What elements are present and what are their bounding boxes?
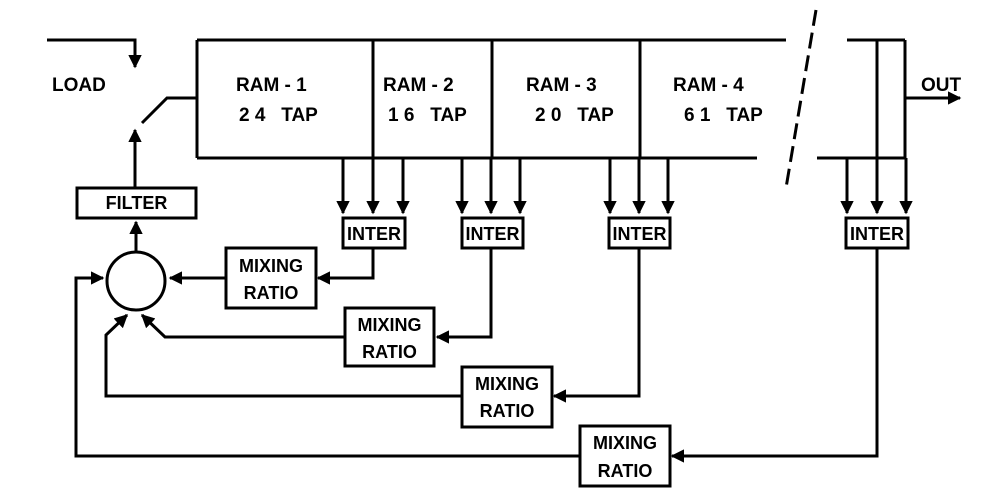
mixing-ratio-box-4: MIXING RATIO bbox=[578, 424, 672, 488]
break-dashed-line bbox=[784, 9, 818, 189]
inter-box-3: INTER bbox=[607, 216, 672, 250]
ram-2: RAM - 2 1 6 TAP bbox=[383, 75, 467, 126]
mixing-ratio-box-2: MIXING RATIO bbox=[343, 306, 436, 368]
filter-label: FILTER bbox=[106, 193, 168, 213]
ram-3-taps: 2 0 TAP bbox=[535, 105, 614, 126]
mixing-3-to-sum bbox=[104, 313, 462, 398]
inter-label: INTER bbox=[347, 224, 401, 244]
ram-1-tap-arrows bbox=[336, 158, 410, 215]
filter-box bbox=[75, 186, 198, 220]
inter-3-to-mixing-3 bbox=[552, 248, 641, 403]
inter-1-to-mixing-1 bbox=[316, 248, 375, 285]
mixing-label: MIXING bbox=[357, 315, 421, 335]
inter-label: INTER bbox=[613, 224, 667, 244]
ram-last-tap-arrows bbox=[840, 158, 913, 215]
inter-box-2: INTER bbox=[460, 216, 525, 250]
inter-label: INTER bbox=[850, 224, 904, 244]
ram-1-taps: 2 4 TAP bbox=[239, 105, 318, 126]
load-label: LOAD bbox=[52, 75, 106, 96]
ratio-label: RATIO bbox=[362, 342, 417, 362]
inter-box-1: INTER bbox=[341, 216, 407, 250]
ram-2-tap-arrows bbox=[455, 158, 527, 215]
ram-2-name: RAM - 2 bbox=[383, 75, 454, 96]
ram-1-name: RAM - 1 bbox=[236, 75, 307, 96]
ram-3-name: RAM - 3 bbox=[526, 75, 597, 96]
out-label: OUT bbox=[921, 75, 962, 96]
ram-2-taps: 1 6 TAP bbox=[388, 105, 467, 126]
mixing-label: MIXING bbox=[593, 433, 657, 453]
ram-4: RAM - 4 6 1 TAP bbox=[673, 75, 763, 126]
mixing-label: MIXING bbox=[239, 256, 303, 276]
mixing-2-to-sum bbox=[140, 313, 345, 339]
inter-4-to-mixing-4 bbox=[670, 248, 879, 463]
mixing-ratio-box-3: MIXING RATIO bbox=[460, 365, 554, 429]
ratio-label: RATIO bbox=[480, 401, 535, 421]
switch-line bbox=[140, 96, 197, 125]
ram-1: RAM - 1 2 4 TAP bbox=[236, 75, 318, 126]
inter-2-to-mixing-2 bbox=[435, 248, 493, 344]
mixing-4-to-sum bbox=[74, 271, 580, 458]
load-line bbox=[47, 38, 142, 69]
mixing-label: MIXING bbox=[475, 374, 539, 394]
ratio-label: RATIO bbox=[244, 283, 299, 303]
ram-3-tap-arrows bbox=[603, 158, 675, 215]
ram-4-taps: 6 1 TAP bbox=[684, 105, 763, 126]
ratio-label: RATIO bbox=[598, 461, 653, 481]
ram-4-name: RAM - 4 bbox=[673, 75, 744, 96]
mixing-ratio-box-1: MIXING RATIO bbox=[224, 246, 318, 310]
summing-node bbox=[105, 250, 167, 312]
ram-3: RAM - 3 2 0 TAP bbox=[526, 75, 614, 126]
inter-label: INTER bbox=[466, 224, 520, 244]
inter-box-4: INTER bbox=[844, 216, 910, 250]
